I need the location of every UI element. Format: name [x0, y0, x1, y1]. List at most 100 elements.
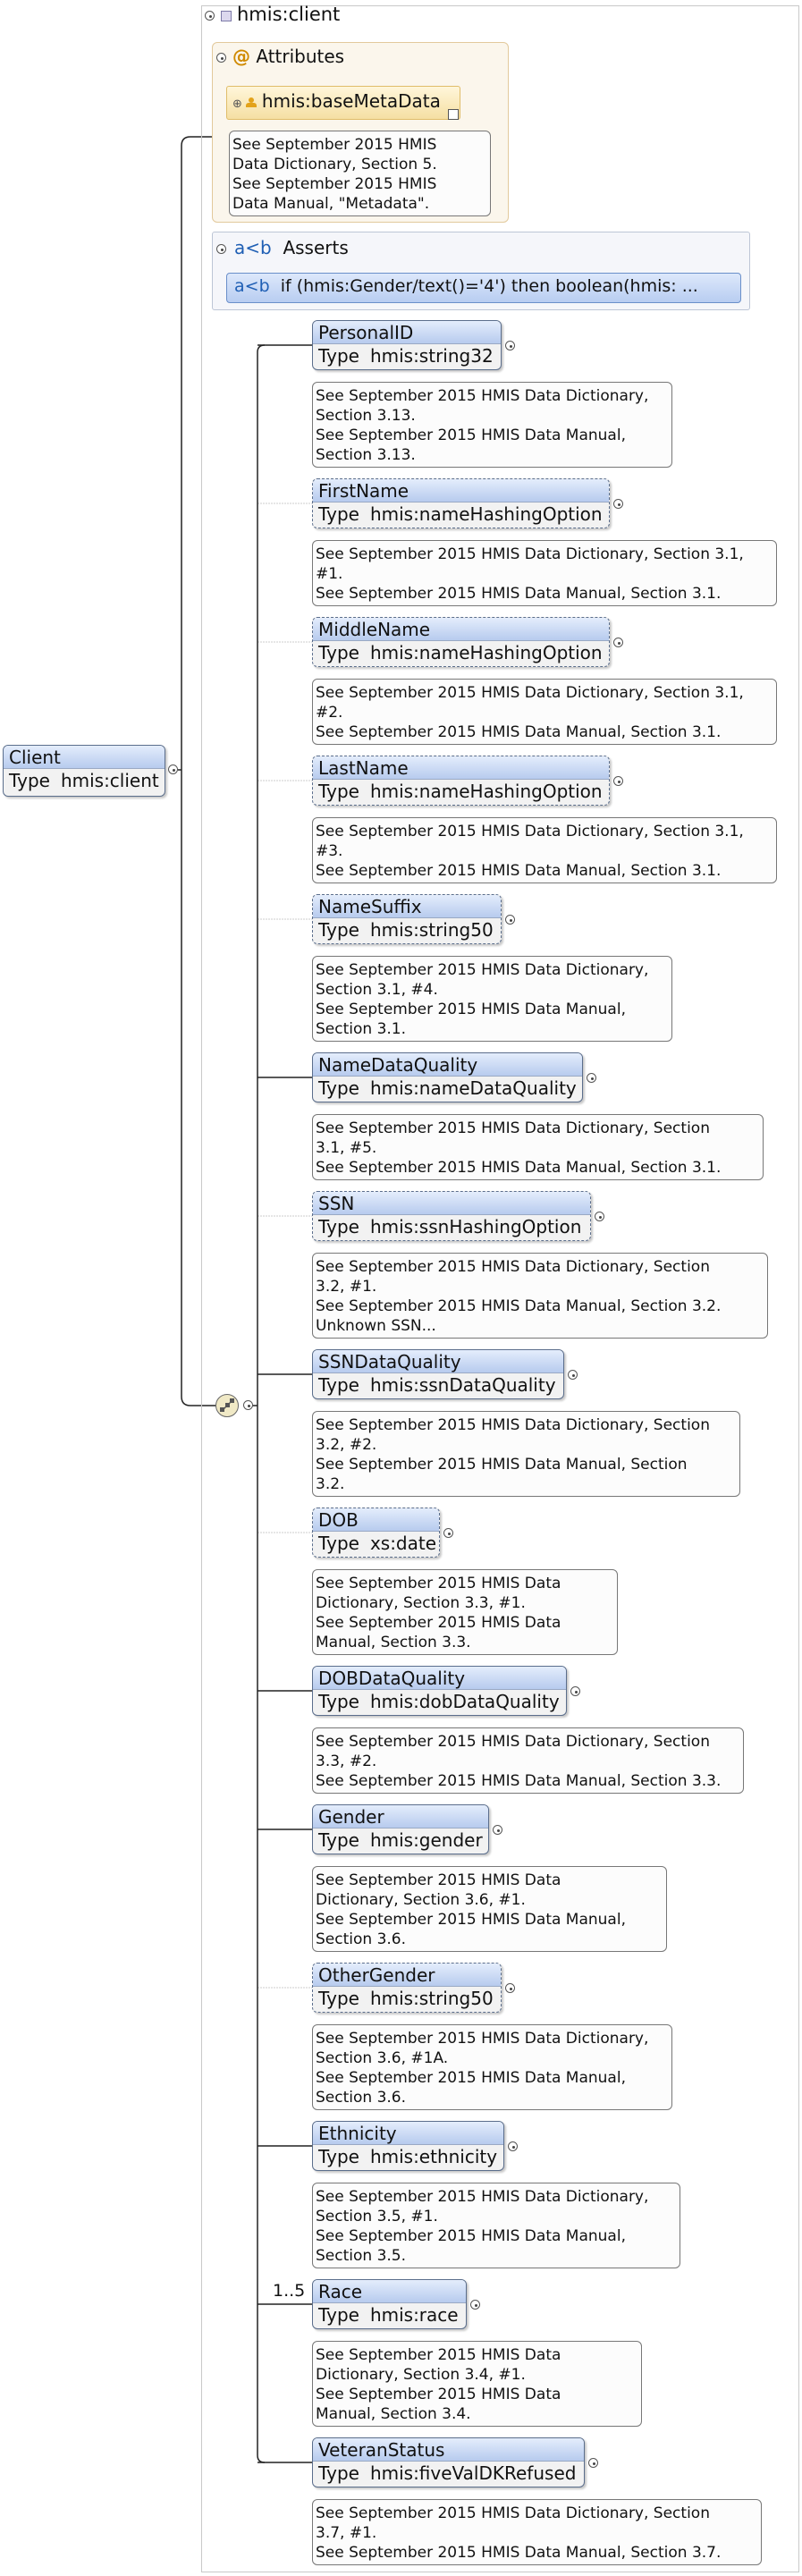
doc-line: See September 2015 HMIS Data	[316, 1871, 561, 1889]
doc-line: See September 2015 HMIS Data Dictionary,…	[316, 1119, 710, 1137]
element-name: FirstName	[313, 479, 609, 503]
element-type-label: Type	[318, 345, 359, 367]
element-expand-toggle[interactable]	[595, 1212, 604, 1221]
doc-line: 3.1, #5.	[316, 1139, 377, 1157]
collapse-toggle-attributes[interactable]	[216, 53, 226, 63]
element-documentation: See September 2015 HMIS Data Dictionary,…	[312, 679, 777, 745]
element-name: DOB	[313, 1508, 439, 1532]
element-documentation: See September 2015 HMIS Data Dictionary,…	[312, 2499, 762, 2565]
element-type-label: Type	[318, 1829, 359, 1851]
attribute-base-meta-data[interactable]: ⊕hmis:baseMetaData	[226, 86, 460, 120]
doc-line: 3.7, #1.	[316, 2524, 377, 2542]
element-documentation: See September 2015 HMIS Data Dictionary,…	[312, 2024, 672, 2110]
doc-line: See September 2015 HMIS Data	[316, 2346, 561, 2364]
collapse-toggle-complex-type[interactable]	[205, 11, 215, 21]
collapse-toggle-asserts[interactable]	[216, 244, 226, 254]
doc-line: See September 2015 HMIS Data Manual, Sec…	[316, 585, 722, 603]
element-type-value: hmis:nameHashingOption	[369, 781, 603, 802]
element-type-value: hmis:string50	[369, 919, 494, 941]
element-expand-toggle[interactable]	[568, 1370, 578, 1380]
element-type-value: hmis:ethnicity	[369, 2146, 498, 2167]
asserts-title-label: Asserts	[283, 237, 349, 258]
doc-line: See September 2015 HMIS	[232, 175, 437, 193]
attributes-title-label: Attributes	[256, 46, 345, 67]
element-type-label: Type	[318, 1533, 359, 1554]
element-type-value: hmis:race	[369, 2304, 459, 2326]
doc-line: See September 2015 HMIS Data	[316, 2386, 561, 2403]
element-type-value: hmis:string32	[369, 345, 494, 367]
doc-line: Dictionary, Section 3.4, #1.	[316, 2366, 526, 2384]
element-expand-toggle[interactable]	[493, 1825, 502, 1835]
element-type-label: Type	[318, 919, 359, 941]
occurrence-label: 1..5	[273, 2281, 306, 2301]
root-expand-toggle[interactable]	[168, 764, 178, 774]
element-expand-toggle[interactable]	[470, 2300, 480, 2310]
element-expand-toggle[interactable]	[588, 2458, 598, 2468]
element-type: Type hmis:nameHashingOption	[313, 503, 609, 528]
element-type-label: Type	[318, 503, 359, 525]
element-type-label: Type	[318, 2146, 359, 2167]
doc-line: Section 3.6.	[316, 2089, 407, 2107]
element-documentation: See September 2015 HMIS Data Dictionary,…	[312, 2183, 680, 2268]
element-type-label: Type	[318, 2462, 359, 2484]
assert-item[interactable]: a<b if (hmis:Gender/text()='4') then boo…	[226, 273, 741, 303]
element-expand-toggle[interactable]	[443, 1528, 453, 1538]
doc-line: Section 3.1.	[316, 1020, 407, 1038]
assert-item-icon: a<b	[234, 276, 270, 296]
element-documentation: See September 2015 HMIS Data Dictionary,…	[312, 1411, 740, 1497]
expand-corner-icon[interactable]	[448, 109, 459, 120]
sequence-collapse-toggle[interactable]	[243, 1400, 253, 1410]
sequence-icon[interactable]	[215, 1394, 239, 1417]
element-expand-toggle[interactable]	[587, 1073, 596, 1083]
complex-type-icon	[221, 11, 232, 21]
element-expand-toggle[interactable]	[613, 776, 623, 786]
element-expand-toggle[interactable]	[613, 499, 623, 509]
element-type-value: hmis:gender	[369, 1829, 483, 1851]
element-name: MiddleName	[313, 618, 609, 641]
doc-line: Section 3.1, #4.	[316, 981, 438, 999]
element-expand-toggle[interactable]	[570, 1686, 580, 1696]
assert-icon: a<b	[234, 237, 272, 258]
element-name: Gender	[313, 1805, 488, 1829]
doc-line: See September 2015 HMIS Data Manual,	[316, 427, 626, 444]
element-name: SSN	[313, 1192, 590, 1215]
element-documentation: See September 2015 HMIS Data Dictionary,…	[312, 1253, 768, 1339]
branch-connector	[257, 344, 266, 2463]
root-type-label: Type	[9, 770, 50, 791]
element-expand-toggle[interactable]	[613, 638, 623, 647]
element-expand-toggle[interactable]	[508, 2141, 518, 2151]
doc-line: 3.2.	[316, 1475, 345, 1493]
element-type: Type hmis:ethnicity	[313, 2145, 503, 2170]
doc-line: See September 2015 HMIS Data	[316, 1575, 561, 1592]
element-documentation: See September 2015 HMIS Data Dictionary,…	[312, 540, 777, 606]
element-expand-toggle[interactable]	[505, 915, 515, 925]
doc-line: Section 3.13.	[316, 407, 416, 425]
element-name: Ethnicity	[313, 2122, 503, 2145]
element-expand-toggle[interactable]	[505, 1983, 515, 1993]
element-expand-toggle[interactable]	[505, 341, 515, 351]
element-type-value: hmis:nameHashingOption	[369, 503, 603, 525]
doc-line: 3.3, #2.	[316, 1753, 377, 1770]
